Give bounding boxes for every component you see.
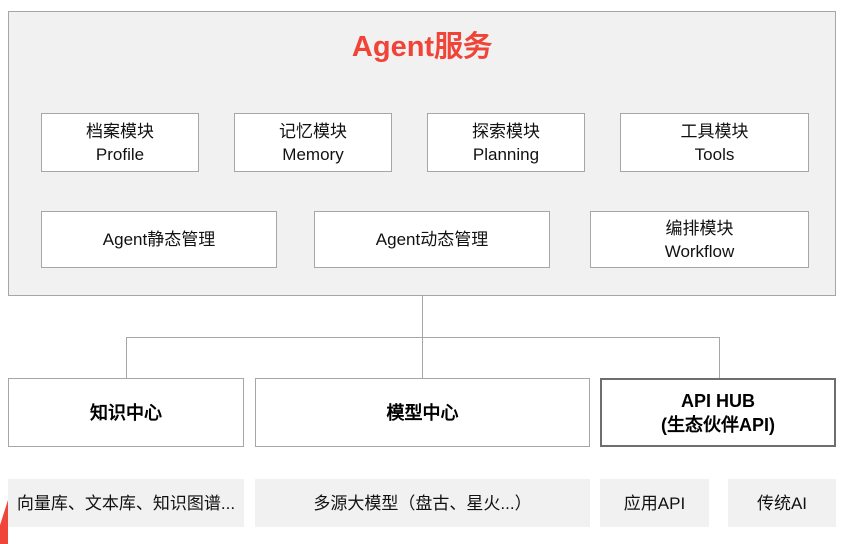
footer-box-traditional-ai[interactable]: 传统AI	[728, 479, 836, 527]
page-title: Agent服务	[351, 31, 493, 63]
tier-label-line1: API HUB	[680, 390, 755, 411]
module-box-planning[interactable]: 探索模块 Planning	[427, 113, 585, 172]
tier-box-api-hub[interactable]: API HUB (生态伙伴API)	[600, 378, 836, 447]
tier-label-line1: 知识中心	[90, 402, 162, 423]
module-label-en: Memory	[282, 144, 344, 164]
connector-drop-model-center	[422, 337, 423, 378]
module-box-workflow[interactable]: 编排模块 Workflow	[590, 211, 809, 268]
module-box-memory[interactable]: 记忆模块 Memory	[234, 113, 392, 172]
module-label-en: Tools	[694, 144, 735, 164]
module-label-cn: 记忆模块	[279, 121, 347, 141]
connector-drop-knowledge-center	[126, 337, 127, 378]
module-label-cn: 工具模块	[680, 121, 749, 141]
module-label-cn: 探索模块	[472, 121, 540, 141]
footer-box-knowledge-sources[interactable]: 向量库、文本库、知识图谱...	[8, 479, 244, 527]
tier-box-knowledge-center[interactable]: 知识中心	[8, 378, 244, 447]
module-box-agent-dynamic-management[interactable]: Agent动态管理	[314, 211, 550, 268]
connector-trunk-vertical	[422, 296, 423, 338]
module-box-profile[interactable]: 档案模块 Profile	[41, 113, 199, 172]
module-label-en: Planning	[472, 144, 540, 164]
footer-label: 应用API	[623, 493, 686, 513]
module-label-cn: 档案模块	[86, 121, 154, 141]
module-label-cn: Agent动态管理	[375, 230, 489, 249]
tier-label-line1: 模型中心	[386, 402, 459, 423]
agent-service-panel: Agent服务 档案模块 Profile 记忆模块 Memory 探索模块 Pl…	[8, 11, 836, 296]
module-label-en: Workflow	[664, 241, 735, 261]
module-label-cn: 编排模块	[665, 218, 734, 238]
connector-horizontal-bus	[126, 337, 720, 338]
connector-drop-api-hub	[719, 337, 720, 378]
module-box-tools[interactable]: 工具模块 Tools	[620, 113, 809, 172]
module-box-agent-static-management[interactable]: Agent静态管理	[41, 211, 277, 268]
footer-label: 向量库、文本库、知识图谱...	[16, 493, 236, 513]
footer-label: 多源大模型（盘古、星火...）	[313, 493, 532, 513]
module-label-en: Profile	[95, 144, 145, 164]
footer-box-multi-source-models[interactable]: 多源大模型（盘古、星火...）	[255, 479, 590, 527]
module-label-cn: Agent静态管理	[102, 230, 216, 249]
tier-label-line2: (生态伙伴API)	[661, 414, 775, 435]
footer-label: 传统AI	[756, 493, 808, 513]
tier-box-model-center[interactable]: 模型中心	[255, 378, 590, 447]
footer-box-application-api[interactable]: 应用API	[600, 479, 709, 527]
